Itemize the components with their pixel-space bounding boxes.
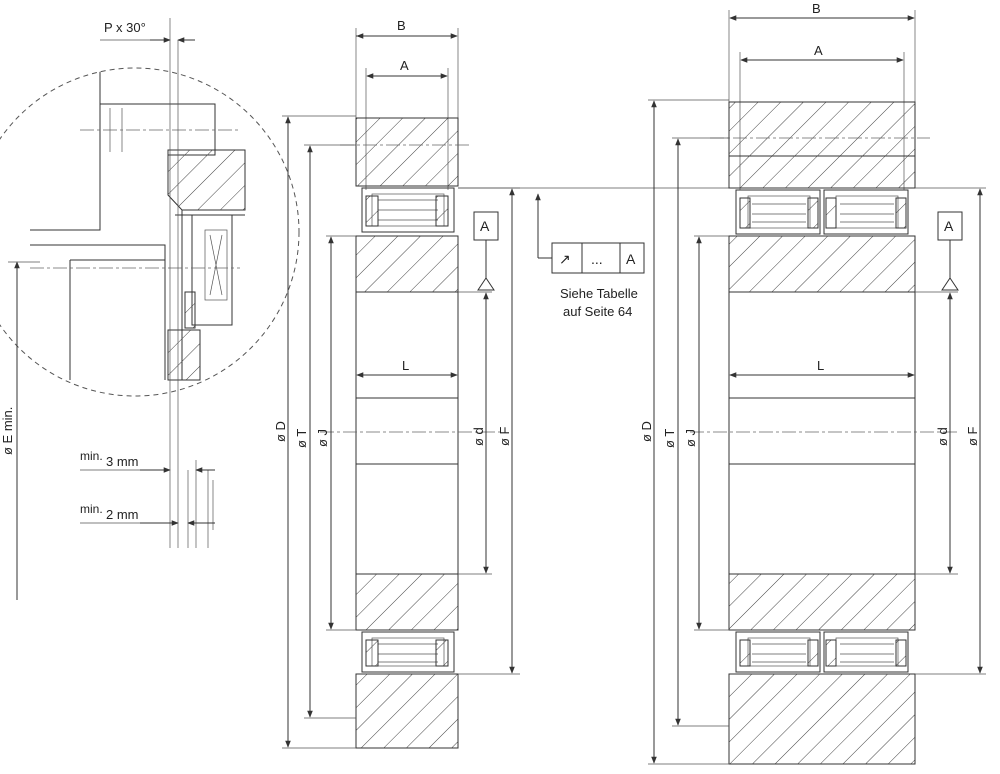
single-f-label: ø F	[497, 426, 512, 446]
tolerance-symbol: ↗	[559, 251, 571, 267]
chamfer-label: P x 30°	[104, 20, 146, 35]
single-bearing-view: B A L	[273, 18, 520, 749]
e-min-label: ø E min.	[0, 407, 15, 455]
min2-value: 2 mm	[106, 507, 139, 522]
double-datum-triangle	[941, 277, 959, 291]
tolerance-note-line1: Siehe Tabelle	[560, 286, 638, 301]
double-f-label: ø F	[965, 426, 980, 446]
double-t-label: ø T	[662, 429, 677, 448]
double-b-label: B	[812, 1, 821, 16]
single-datum-triangle	[477, 277, 495, 291]
double-j-label: ø J	[683, 429, 698, 447]
single-t-label: ø T	[294, 429, 309, 448]
tolerance-datum: A	[626, 251, 636, 267]
tolerance-frame: ↗ ... A Siehe Tabelle auf Seite 64	[458, 187, 730, 319]
double-bearing-view: B A L	[639, 1, 986, 765]
single-a-label: A	[400, 58, 409, 73]
single-b-label: B	[397, 18, 406, 33]
min2-prefix: min.	[80, 502, 103, 516]
min3-prefix: min.	[80, 449, 103, 463]
single-datum-label: A	[480, 218, 490, 234]
double-a-label: A	[814, 43, 823, 58]
single-d-label: ø D	[273, 421, 288, 442]
double-l-label: L	[817, 358, 824, 373]
single-bore-label: ø d	[471, 427, 486, 446]
double-datum-label: A	[944, 218, 954, 234]
min3-value: 3 mm	[106, 454, 139, 469]
double-d-label: ø D	[639, 421, 654, 442]
tolerance-value: ...	[591, 251, 603, 267]
detail-view: P x 30° ø E min. min. 3 mm min. 2 mm	[0, 18, 300, 600]
double-bore-label: ø d	[935, 427, 950, 446]
detail-circle	[0, 67, 300, 397]
tolerance-note-line2: auf Seite 64	[563, 304, 632, 319]
single-l-label: L	[402, 358, 409, 373]
single-j-label: ø J	[315, 429, 330, 447]
